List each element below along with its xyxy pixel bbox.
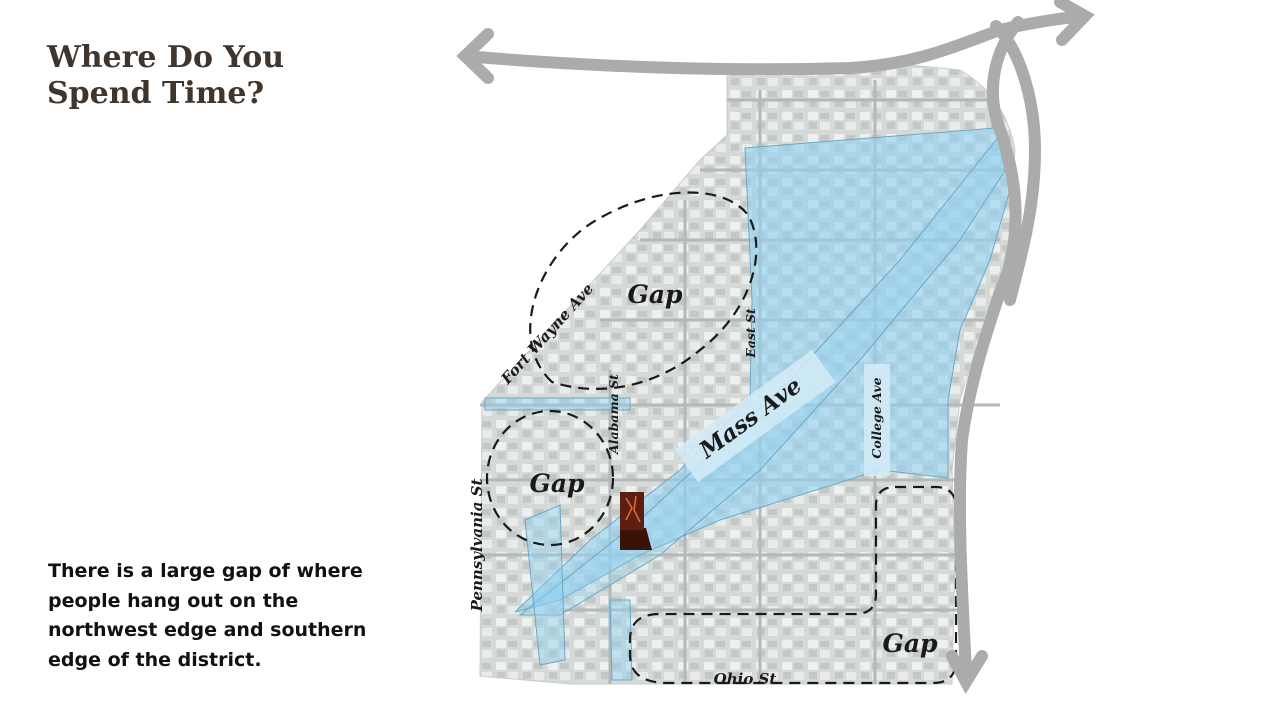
pennsylvania-st-label: Pennsylvania St	[468, 479, 486, 613]
arrow-south-icon	[953, 16, 1024, 678]
activity-zone-southwest	[609, 599, 633, 681]
title-line-1: Where Do You	[47, 40, 285, 75]
college-ave-label: College Ave	[869, 377, 884, 458]
east-st-label: East St	[743, 308, 758, 359]
gap-label-north: Gap	[627, 280, 683, 309]
arrow-west-icon	[459, 10, 1091, 76]
traffic-arrows	[456, 0, 1095, 695]
page-title: Where Do You Spend Time?	[47, 40, 377, 112]
arrow-east-icon	[1054, 0, 1095, 46]
mass-ave-highlight	[674, 349, 836, 483]
gap-outline-north	[529, 191, 758, 390]
gap-label-west: Gap	[529, 469, 585, 498]
alabama-st-label: Alabama St	[606, 374, 621, 455]
gap-outline-west	[485, 409, 615, 547]
college-ave-highlight	[864, 364, 890, 476]
description-text: There is a large gap of where people han…	[48, 560, 367, 671]
sculpture-icon	[620, 492, 652, 550]
gap-label-south: Gap	[882, 629, 938, 658]
activity-zone-north-strip	[484, 397, 631, 411]
ohio-st-label: Ohio St	[714, 670, 777, 688]
title-line-2: Spend Time?	[47, 76, 265, 111]
